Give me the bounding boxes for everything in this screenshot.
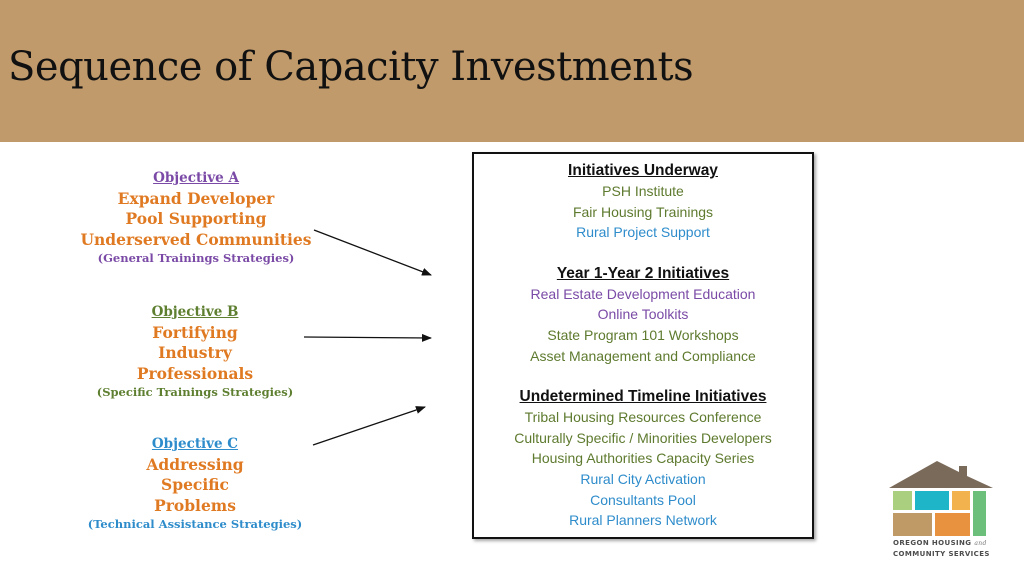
initiative-item: Real Estate Development Education xyxy=(530,285,756,302)
arrow-b-icon xyxy=(303,333,432,342)
objective-b-title-line: Professionals xyxy=(136,363,254,383)
objective-a-title-line: Pool Supporting xyxy=(125,209,267,228)
objective-a: Objective A Expand Developer Pool Suppor… xyxy=(72,168,320,266)
section-heading: Initiatives Underway xyxy=(568,162,718,179)
page-title: Sequence of Capacity Investments xyxy=(8,44,694,90)
initiative-item: Online Toolkits xyxy=(597,306,689,323)
logo-and: and xyxy=(974,540,987,547)
initiative-item: Asset Management and Compliance xyxy=(530,347,756,364)
arrow-a-icon xyxy=(313,229,432,276)
objective-c-subtitle: (Technical Assistance Strategies) xyxy=(87,517,303,531)
initiative-item: Rural Project Support xyxy=(576,224,710,241)
logo-line1: OREGON HOUSING xyxy=(893,539,972,547)
initiatives-box: Initiatives Underway PSH Institute Fair … xyxy=(472,152,814,539)
objective-b-subtitle: (Specific Trainings Strategies) xyxy=(96,385,294,399)
section-heading: Undetermined Timeline Initiatives xyxy=(519,388,767,406)
logo-text: OREGON HOUSING and COMMUNITY SERVICES xyxy=(893,538,990,559)
objective-a-title-line: Expand Developer xyxy=(117,188,275,208)
section-heading: Year 1-Year 2 Initiatives xyxy=(556,264,730,282)
initiative-item: Culturally Specific / Minorities Develop… xyxy=(514,429,772,446)
objective-c-title-line: Specific xyxy=(161,475,229,494)
section-year1-year2-initiatives: Year 1-Year 2 Initiatives Real Estate De… xyxy=(474,263,812,366)
initiative-item: State Program 101 Workshops xyxy=(547,326,739,343)
objective-a-title-line: Underserved Communities xyxy=(80,229,312,249)
objective-b-title-line: Industry xyxy=(158,343,232,362)
section-initiatives-underway: Initiatives Underway PSH Institute Fair … xyxy=(474,160,812,243)
logo-line2: COMMUNITY SERVICES xyxy=(893,550,990,558)
initiative-item: Rural City Activation xyxy=(580,470,706,487)
arrow-c-icon xyxy=(312,406,426,446)
header-band xyxy=(0,0,1024,142)
initiative-item: Tribal Housing Resources Conference xyxy=(524,409,762,426)
house-logo-icon xyxy=(889,461,993,536)
section-undetermined-timeline-initiatives: Undetermined Timeline Initiatives Tribal… xyxy=(474,386,812,531)
objective-c-label: Objective C xyxy=(151,436,239,452)
objective-a-label: Objective A xyxy=(153,170,239,186)
objective-c-title-line: Problems xyxy=(154,495,236,515)
objective-c: Objective C Addressing Specific Problems… xyxy=(84,434,306,532)
initiative-item: Housing Authorities Capacity Series xyxy=(531,450,755,467)
initiative-item: Rural Planners Network xyxy=(569,512,717,529)
objective-b-title-line: Fortifying xyxy=(152,322,238,342)
initiative-item: PSH Institute xyxy=(602,183,684,199)
initiative-item: Fair Housing Trainings xyxy=(572,203,714,220)
initiative-item: Consultants Pool xyxy=(590,491,696,508)
objective-a-subtitle: (General Trainings Strategies) xyxy=(97,251,295,265)
objective-b: Objective B Fortifying Industry Professi… xyxy=(90,302,300,400)
objective-b-label: Objective B xyxy=(151,304,239,320)
objective-c-title-line: Addressing xyxy=(146,454,244,474)
